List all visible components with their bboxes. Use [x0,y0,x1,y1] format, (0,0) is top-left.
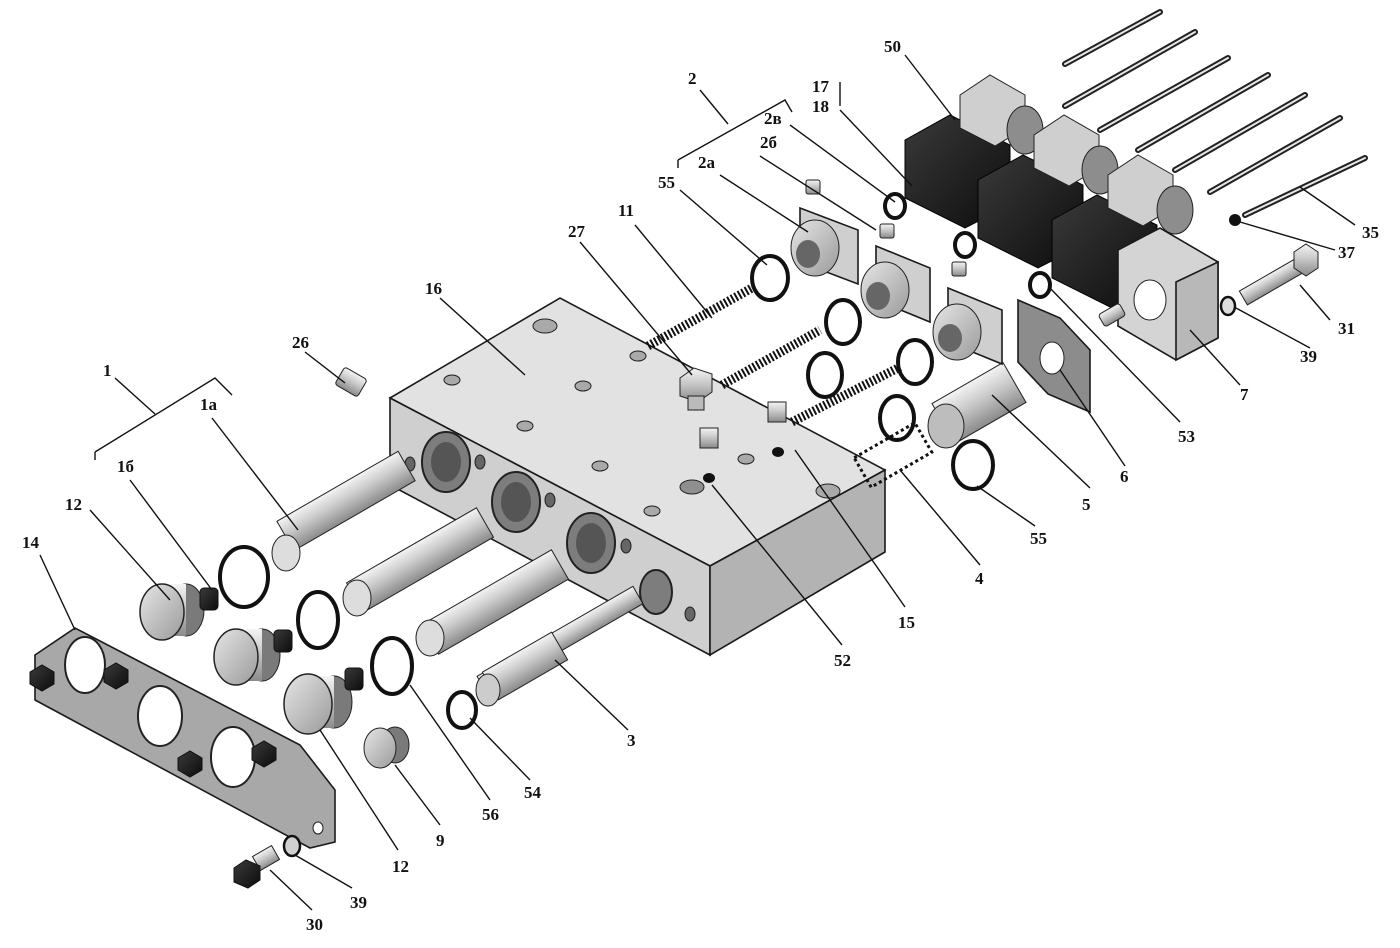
cover-plate [29,627,336,849]
washer-39-left [282,834,302,858]
callout-labels: 1 1а 1б 12 14 26 16 27 11 55 2 2а 2б 2в … [22,37,1379,934]
label-1a: 1а [200,395,218,414]
label-4: 4 [975,569,984,588]
label-1b: 1б [117,457,134,476]
label-12-bottom: 12 [392,857,409,876]
label-56: 56 [482,805,499,824]
end-block-7 [1098,227,1219,362]
label-50: 50 [884,37,901,56]
sleeve-5 [927,361,1027,449]
bolt-31 [1238,243,1319,306]
spool-end-caps [199,587,364,691]
label-54: 54 [524,783,542,802]
label-18: 18 [812,97,829,116]
label-9: 9 [436,831,445,850]
label-2a: 2а [698,153,716,172]
label-14: 14 [22,533,40,552]
label-1: 1 [103,361,112,380]
nut-37 [1229,214,1241,226]
label-5: 5 [1082,495,1091,514]
label-2b: 2б [760,133,777,152]
spool-1 [271,450,416,572]
label-55-bottom: 55 [1030,529,1047,548]
spring-4 [852,420,934,490]
label-52: 52 [834,651,851,670]
pilot-block-3 [932,261,1003,366]
pilot-block-1 [790,179,859,286]
label-31: 31 [1338,319,1355,338]
fittings [679,367,787,483]
label-16: 16 [425,279,442,298]
bolt-30 [233,844,281,889]
label-7: 7 [1240,385,1249,404]
label-26: 26 [292,333,309,352]
plug-12b [213,628,281,686]
o-rings [218,192,1052,730]
plug-12c [283,673,353,735]
label-6: 6 [1120,467,1129,486]
gasket-6 [1017,298,1091,414]
spool-3 [415,549,570,657]
label-2v: 2в [764,109,782,128]
washer-39-right [1219,295,1237,317]
label-3: 3 [627,731,636,750]
label-30: 30 [306,915,323,934]
label-35: 35 [1362,223,1379,242]
plug-9 [363,726,410,769]
label-39-right: 39 [1300,347,1317,366]
long-screws-highlight [1064,11,1366,216]
label-39-left: 39 [350,893,367,912]
label-2: 2 [688,69,697,88]
label-27: 27 [568,222,586,241]
label-37: 37 [1338,243,1356,262]
label-55-top: 55 [658,173,675,192]
label-17: 17 [812,77,830,96]
plunger-3 [475,585,644,707]
label-11: 11 [618,201,634,220]
label-15: 15 [898,613,915,632]
pilot-block-2 [860,223,931,324]
plug-26 [335,367,367,397]
label-12-top: 12 [65,495,82,514]
plug-12a [139,583,205,641]
leader-lines [39,54,1356,911]
label-53: 53 [1178,427,1195,446]
spool-2 [342,507,495,617]
threaded-rods [645,284,903,427]
